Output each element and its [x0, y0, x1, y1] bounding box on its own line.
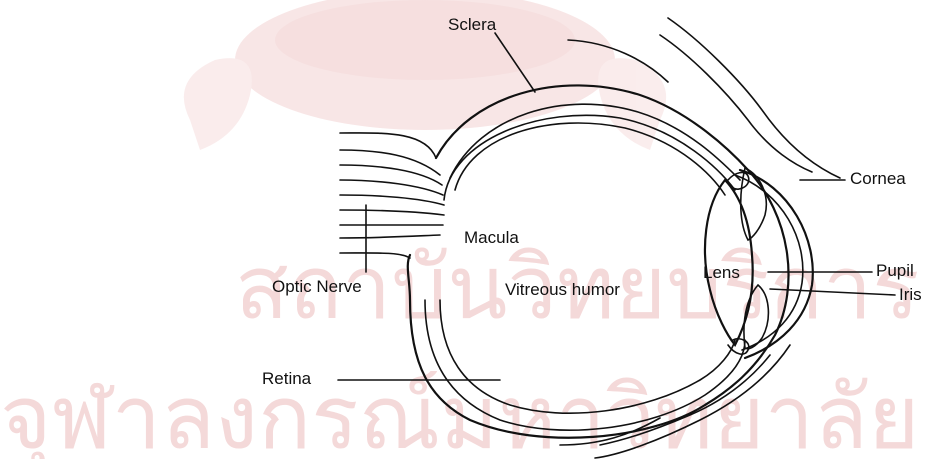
- label-pupil: Pupil: [876, 261, 914, 280]
- label-optic-nerve: Optic Nerve: [272, 277, 362, 296]
- label-retina: Retina: [262, 369, 312, 388]
- upper-eyelid-inner: [660, 35, 812, 172]
- retina-outer-edge: [444, 115, 735, 200]
- upper-eyelid-outer: [668, 18, 840, 178]
- label-iris: Iris: [899, 285, 922, 304]
- label-macula: Macula: [464, 228, 519, 247]
- watermark-emblem: [184, 0, 666, 150]
- label-lens: Lens: [703, 263, 740, 282]
- label-cornea: Cornea: [850, 169, 906, 188]
- label-sclera: Sclera: [448, 15, 497, 34]
- label-vitreous-humor: Vitreous humor: [505, 280, 620, 299]
